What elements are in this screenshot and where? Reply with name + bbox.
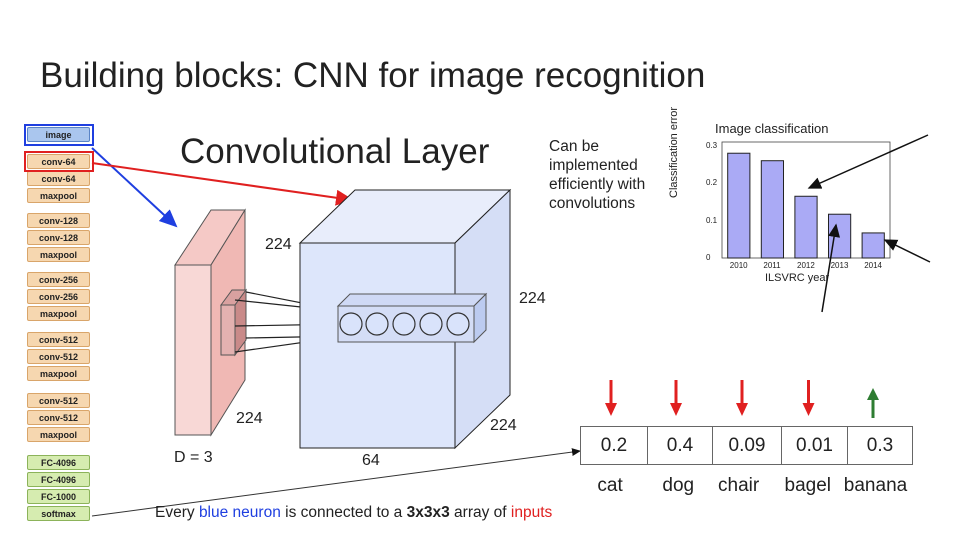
bar-2011: [760, 160, 785, 259]
score-cell-bagel: 0.01: [781, 426, 848, 465]
class-label-banana: banana: [843, 475, 908, 496]
caption-part3: array of: [449, 504, 511, 521]
input-height-label: 224: [265, 236, 292, 253]
neuron-3: [392, 312, 416, 336]
caption-red-inputs: inputs: [510, 504, 553, 521]
annotation-arrow-bottom: [821, 223, 841, 313]
down-arrow-icon: [802, 403, 815, 416]
input-volume: [174, 208, 247, 437]
layer-box-maxpool: maxpool: [27, 188, 90, 203]
layer-box-maxpool: maxpool: [27, 247, 90, 262]
x-tick-2012: 2012: [797, 261, 815, 270]
y-tick-0.2: 0.2: [706, 178, 718, 188]
image-layer-highlight: [24, 124, 94, 146]
layer-box-conv-64: conv-64: [27, 154, 90, 169]
down-arrow-icon: [605, 403, 617, 416]
side-note: Can be implemented efficiently with conv…: [549, 138, 646, 212]
layer-box-fc-4096: FC-4096: [27, 472, 90, 487]
bar-2010: [727, 152, 751, 259]
neuron-5: [446, 312, 470, 336]
layer-box-maxpool: maxpool: [27, 366, 90, 381]
layer-box-conv-512: conv-512: [27, 393, 90, 408]
score-cell-dog: 0.4: [647, 426, 713, 465]
neuron-1: [339, 312, 363, 336]
layer-box-fc-1000: FC-1000: [27, 489, 90, 504]
x-tick-2011: 2011: [763, 261, 781, 270]
y-tick-0: 0: [706, 253, 711, 262]
x-tick-2014: 2014: [864, 261, 882, 270]
class-label-dog: dog: [662, 475, 695, 496]
layer-box-maxpool: maxpool: [27, 306, 90, 321]
y-tick-0.3: 0.3: [706, 140, 718, 150]
error-bar-chart: [721, 141, 891, 259]
blue-pointer-arrow: [91, 147, 178, 228]
input-width-label: 224: [236, 410, 263, 427]
x-tick-2013: 2013: [830, 261, 849, 270]
class-label-chair: chair: [718, 475, 760, 496]
depth-label: D = 3: [174, 449, 213, 466]
slide-title: Building blocks: CNN for image recogniti…: [40, 56, 706, 95]
layer-box-maxpool: maxpool: [27, 427, 90, 442]
caption: Every blue neuron is connected to a 3x3x…: [155, 504, 552, 522]
layer-box-conv-512: conv-512: [27, 332, 90, 347]
layer-box-conv-128: conv-128: [27, 213, 90, 228]
x-tick-2010: 2010: [729, 261, 748, 270]
chart-ylabel: Classification error: [668, 106, 680, 198]
red-pointer-arrow: [91, 162, 354, 206]
chart-title: Image classification: [715, 121, 829, 136]
score-cell-chair: 0.09: [712, 426, 782, 465]
class-label-cat: cat: [597, 475, 623, 496]
caption-bold: 3x3x3: [406, 504, 450, 521]
neuron-2: [365, 312, 389, 336]
bar-2014: [861, 232, 885, 259]
up-arrow-icon: [867, 388, 879, 400]
chart-xlabel: ILSVRC year: [765, 272, 830, 284]
caption-part1: Every: [155, 504, 199, 521]
down-arrow-icon: [736, 403, 748, 416]
layer-box-conv-512: conv-512: [27, 410, 90, 425]
layer-box-conv-512: conv-512: [27, 349, 90, 364]
conv64-layer-highlight: [24, 151, 94, 172]
score-cell-cat: 0.2: [580, 426, 648, 465]
output-width-label: 224: [490, 417, 517, 434]
output-depth-label: 64: [362, 452, 380, 469]
score-cell-banana: 0.3: [847, 426, 913, 465]
bar-2012: [794, 195, 818, 259]
caption-part2: is connected to a: [280, 504, 407, 521]
layer-box-conv-128: conv-128: [27, 230, 90, 245]
softmax-link-line: [91, 448, 581, 517]
output-volume: [298, 188, 512, 450]
layer-box-fc-4096: FC-4096: [27, 455, 90, 470]
caption-blue-neuron: blue neuron: [198, 504, 281, 521]
conv-layer-title: Convolutional Layer: [180, 132, 490, 171]
layer-box-conv-256: conv-256: [27, 272, 90, 287]
layer-box-conv-256: conv-256: [27, 289, 90, 304]
neuron-4: [419, 312, 443, 336]
layer-box-softmax: softmax: [27, 506, 90, 521]
class-label-bagel: bagel: [784, 475, 832, 496]
y-tick-0.1: 0.1: [706, 215, 718, 225]
annotation-arrow-right: [883, 239, 931, 263]
score-arrows: [605, 380, 879, 418]
annotation-arrow-top: [807, 134, 929, 189]
output-height-label: 224: [519, 290, 546, 307]
down-arrow-icon: [670, 403, 682, 416]
layer-box-image: image: [27, 127, 90, 142]
